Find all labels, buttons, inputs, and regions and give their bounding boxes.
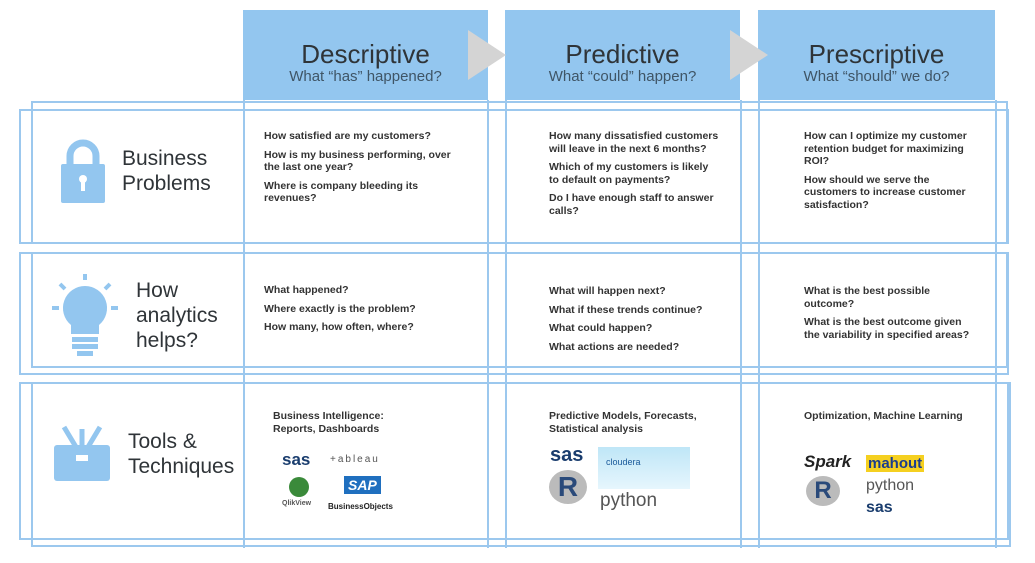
cell-text: Do I have enough staff to answer calls?: [549, 192, 714, 217]
header-prescriptive: Prescriptive What “should” we do?: [758, 10, 995, 100]
cell-text: Optimization, Machine Learning: [804, 410, 963, 422]
label-line: Techniques: [128, 455, 235, 478]
cell-helps-predictive: What will happen next? What if these tren…: [549, 285, 729, 359]
python-logo: python: [600, 490, 658, 511]
cell-text: Where exactly is the problem?: [264, 302, 416, 315]
python-logo: python: [866, 477, 915, 494]
cell-text: What actions are needed?: [549, 340, 680, 353]
label-line: helps?: [136, 328, 198, 352]
cell-helps-descriptive: What happened? Where exactly is the probl…: [264, 284, 464, 340]
cell-text: How satisfied are my customers?: [264, 130, 431, 142]
cell-text: Which of my customers is likely to defau…: [549, 161, 709, 186]
cell-text: Predictive Models, Forecasts, Statistica…: [549, 410, 697, 435]
lock-icon: [61, 139, 105, 203]
cell-text: How should we serve the customers to inc…: [804, 173, 966, 211]
row-label-tools-techniques: Tools &Techniques: [52, 425, 234, 483]
column-title: Predictive: [565, 39, 680, 69]
sas-logo: sas: [282, 450, 311, 469]
lightbulb-icon: [52, 274, 118, 356]
column-title: Prescriptive: [808, 39, 945, 69]
cloudera-logo: cloudera: [606, 457, 641, 467]
row-frame: [31, 101, 1008, 244]
column-subtitle: What “has” happened?: [289, 68, 442, 85]
sas-logo: sas: [866, 499, 893, 516]
cell-text: What if these trends continue?: [549, 303, 703, 316]
arrow-icon: [730, 30, 768, 80]
cell-business-prescriptive: How can I optimize my customer retention…: [804, 130, 979, 217]
row-frame: [31, 382, 1011, 547]
label-line: Problems: [122, 172, 211, 195]
cell-text: Business Intelligence: Reports, Dashboar…: [273, 410, 384, 435]
mahout-logo: mahout: [866, 455, 925, 472]
divider: [243, 100, 245, 548]
cell-text: What happened?: [264, 284, 349, 296]
toolbox-icon: [54, 425, 110, 481]
cell-text: What could happen?: [549, 322, 653, 334]
cell-tools-predictive: Predictive Models, Forecasts, Statistica…: [549, 410, 709, 441]
tableau-logo: +ableau: [330, 454, 380, 465]
cell-text: What is the best outcome given the varia…: [804, 316, 970, 341]
spark-logo: Spark: [804, 452, 852, 471]
cell-text: Where is company bleeding its revenues?: [264, 179, 419, 205]
cell-text: What will happen next?: [549, 285, 666, 297]
cell-text: How many dissatisfied customers will lea…: [549, 130, 719, 155]
cell-text: How many, how often, where?: [264, 321, 414, 333]
r-logo: R: [806, 476, 840, 506]
cell-text: How is my business performing, over the …: [264, 148, 451, 174]
label-line: How: [136, 278, 179, 302]
divider: [995, 100, 997, 548]
cell-text: What is the best possible outcome?: [804, 285, 931, 310]
cloudera-banner: [598, 447, 690, 489]
cell-business-predictive: How many dissatisfied customers will lea…: [549, 130, 719, 223]
r-logo: R: [549, 470, 587, 504]
divider: [505, 100, 507, 548]
row-frame: [31, 252, 1008, 368]
label-line: Business: [122, 147, 208, 170]
sap-logo: SAP: [344, 476, 381, 494]
qlikview-logo: QlikView: [282, 500, 312, 507]
qlikview-icon: [289, 477, 309, 497]
divider: [758, 100, 760, 548]
sas-logo: sas: [550, 444, 584, 466]
column-title: Descriptive: [301, 39, 430, 69]
businessobjects-logo: BusinessObjects: [328, 502, 393, 511]
label-line: Tools &: [128, 430, 197, 453]
divider: [487, 100, 489, 548]
column-subtitle: What “should” we do?: [803, 68, 950, 85]
header-predictive: Predictive What “could” happen?: [505, 10, 740, 100]
divider: [740, 100, 742, 548]
cell-text: How can I optimize my customer retention…: [804, 130, 967, 167]
cell-tools-prescriptive: Optimization, Machine Learning: [804, 410, 984, 429]
arrow-icon: [468, 30, 506, 80]
cell-business-descriptive: How satisfied are my customers? How is my…: [264, 130, 464, 211]
column-subtitle: What “could” happen?: [548, 68, 697, 85]
cell-tools-descriptive: Business Intelligence: Reports, Dashboar…: [273, 410, 413, 441]
header-descriptive: Descriptive What “has” happened?: [243, 10, 488, 100]
label-line: analytics: [136, 303, 218, 327]
cell-helps-prescriptive: What is the best possible outcome? What i…: [804, 285, 979, 347]
